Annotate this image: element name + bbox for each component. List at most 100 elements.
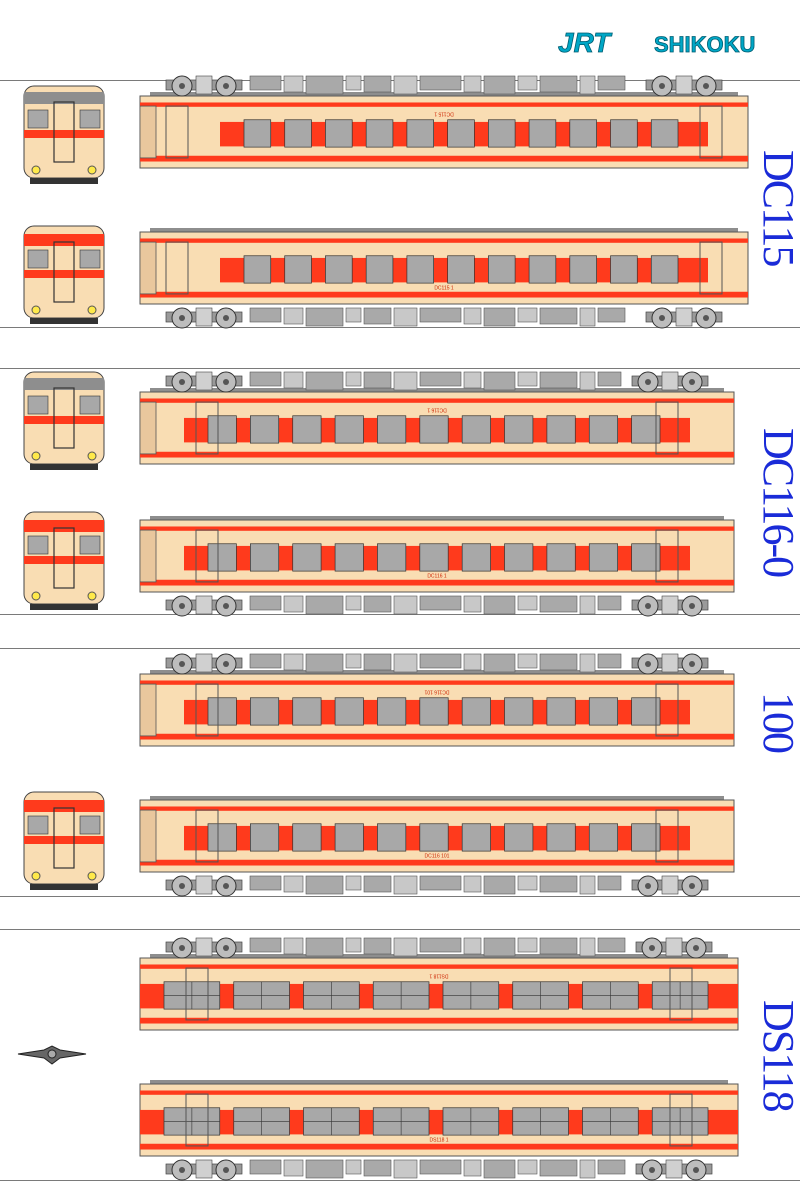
roof bbox=[150, 670, 724, 675]
window bbox=[377, 415, 407, 444]
window bbox=[325, 255, 353, 284]
car-number-plate: DS118 1 bbox=[429, 1138, 448, 1144]
window bbox=[419, 415, 449, 444]
window bbox=[546, 415, 576, 444]
label-dc115: DC115 bbox=[754, 150, 800, 266]
stripe-bottom bbox=[140, 579, 734, 586]
window bbox=[588, 697, 618, 726]
window bbox=[461, 415, 491, 444]
skirt bbox=[30, 604, 98, 610]
bogie bbox=[645, 75, 723, 97]
window bbox=[292, 823, 322, 852]
window bbox=[488, 255, 516, 284]
label-dc116-0: DC116-0 bbox=[754, 428, 800, 577]
window-band bbox=[140, 1109, 738, 1135]
bogie bbox=[165, 1159, 243, 1181]
front-stripe bbox=[24, 416, 104, 424]
car-number-plate: DC116 101 bbox=[425, 854, 450, 860]
front-stripe bbox=[24, 836, 104, 844]
window bbox=[528, 255, 557, 284]
window bbox=[377, 543, 407, 572]
front-window bbox=[79, 535, 101, 555]
cab-end bbox=[139, 683, 157, 737]
section-divider bbox=[0, 929, 800, 930]
cab-end bbox=[139, 401, 157, 455]
cab-end bbox=[139, 241, 157, 295]
window bbox=[207, 543, 237, 572]
bogie bbox=[165, 307, 243, 329]
bogie bbox=[631, 875, 709, 897]
window bbox=[207, 697, 237, 726]
skirt bbox=[30, 318, 98, 324]
window bbox=[406, 255, 434, 284]
stripe-bottom bbox=[140, 155, 748, 162]
front-window bbox=[27, 535, 49, 555]
stripe-top bbox=[140, 238, 748, 243]
stripe-bottom bbox=[140, 733, 734, 740]
front-view bbox=[23, 791, 105, 890]
door bbox=[655, 809, 679, 863]
window bbox=[243, 255, 272, 284]
window bbox=[250, 543, 280, 572]
front-window bbox=[79, 395, 101, 415]
window bbox=[250, 415, 280, 444]
window bbox=[504, 697, 534, 726]
window bbox=[631, 543, 661, 572]
front-door bbox=[53, 387, 75, 449]
door bbox=[195, 401, 219, 455]
window bbox=[377, 697, 407, 726]
cab-end bbox=[139, 105, 157, 159]
underfloor-equipment bbox=[249, 307, 626, 327]
window-band bbox=[140, 983, 738, 1009]
door bbox=[185, 1093, 209, 1147]
roof bbox=[150, 228, 738, 233]
bogie bbox=[165, 75, 243, 97]
cab-end bbox=[139, 529, 157, 583]
window bbox=[419, 697, 449, 726]
roof bbox=[150, 388, 724, 393]
underfloor-equipment bbox=[249, 371, 622, 391]
window bbox=[650, 255, 679, 284]
stripe-bottom bbox=[140, 1017, 738, 1024]
front-window bbox=[79, 815, 101, 835]
underfloor-equipment bbox=[249, 75, 626, 95]
front-door bbox=[53, 807, 75, 869]
car-number-plate: DC116 1 bbox=[427, 407, 447, 413]
door bbox=[195, 683, 219, 737]
front-door bbox=[53, 101, 75, 163]
front-view bbox=[23, 225, 105, 324]
cab-end bbox=[139, 809, 157, 863]
car-number-plate: DC115 1 bbox=[434, 286, 454, 292]
bogie bbox=[631, 595, 709, 617]
window bbox=[650, 119, 679, 148]
door bbox=[669, 967, 693, 1021]
bogie bbox=[635, 937, 713, 959]
window bbox=[631, 823, 661, 852]
headlight bbox=[31, 305, 41, 315]
window bbox=[631, 415, 661, 444]
jrt-shikoku-logo: JRT SHIKOKU bbox=[556, 26, 776, 59]
front-window bbox=[79, 249, 101, 269]
label-dc116-100: DC116-100 bbox=[754, 692, 800, 820]
window bbox=[588, 415, 618, 444]
door bbox=[165, 105, 189, 159]
label-ds118: DS118 bbox=[754, 1000, 800, 1111]
bogie bbox=[635, 1159, 713, 1181]
bogie bbox=[631, 653, 709, 675]
window bbox=[610, 119, 638, 148]
headlight bbox=[31, 165, 41, 175]
stripe-bottom bbox=[140, 859, 734, 866]
window bbox=[377, 823, 407, 852]
stripe-bottom bbox=[140, 291, 748, 298]
stripe-top bbox=[140, 806, 734, 811]
front-door bbox=[53, 241, 75, 303]
window bbox=[365, 255, 394, 284]
car-side-1-0: DC116 1 bbox=[139, 371, 735, 465]
window bbox=[461, 823, 491, 852]
stripe-top bbox=[140, 398, 734, 403]
bogie bbox=[165, 653, 243, 675]
car-number-plate: DS118 1 bbox=[429, 973, 448, 979]
underfloor-equipment bbox=[249, 1159, 626, 1179]
door bbox=[165, 241, 189, 295]
window bbox=[334, 415, 364, 444]
